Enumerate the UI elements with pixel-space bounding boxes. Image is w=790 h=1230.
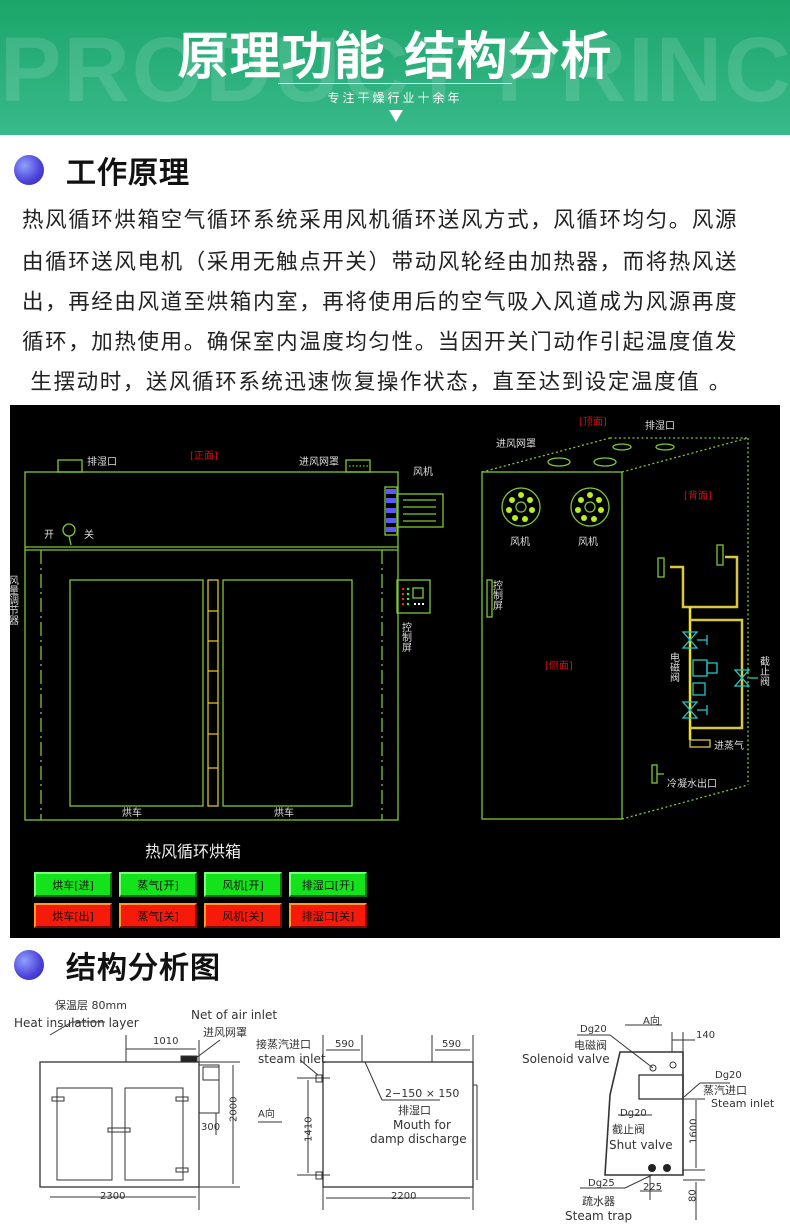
cart-in-button[interactable]: 烘车[进] bbox=[34, 872, 112, 897]
dimension: 1600 bbox=[689, 1119, 700, 1144]
label: Heat insulation layer bbox=[14, 1016, 139, 1030]
fan-motor bbox=[396, 493, 444, 528]
fan-icon bbox=[570, 487, 610, 527]
label-inlet-net: 进风网罩 bbox=[496, 438, 536, 450]
exhaust-close-button[interactable]: 排湿口[关] bbox=[289, 903, 367, 928]
paragraph-line: 生摆动时，送风循环系统迅速恢复操作状态，直至达到设定温度值 。 bbox=[22, 370, 732, 395]
label: 保温层 80mm bbox=[55, 998, 127, 1012]
fan-on-button[interactable]: 风机[开] bbox=[204, 872, 282, 897]
label-exhaust: 排湿口 bbox=[87, 455, 117, 468]
label: Dg20 bbox=[620, 1108, 647, 1119]
cart-out-button[interactable]: 烘车[出] bbox=[34, 903, 112, 928]
label-steam-in: 进蒸气 bbox=[714, 739, 744, 752]
bullet-icon bbox=[14, 950, 44, 980]
dimension: 300 bbox=[201, 1122, 220, 1133]
valves bbox=[681, 631, 758, 719]
label: Solenoid valve bbox=[522, 1052, 610, 1066]
label-on: 开 bbox=[44, 530, 54, 541]
structure-drawing: 保温层 80mm Heat insulation layer Net of ai… bbox=[14, 998, 775, 1223]
label-solenoid: 电磁阀 bbox=[668, 651, 680, 683]
hero-watermark: PRODUCT PRINCIPLE bbox=[0, 19, 790, 121]
side-view bbox=[481, 437, 749, 820]
key-switch-icon bbox=[62, 523, 76, 537]
label: Dg25 bbox=[588, 1178, 615, 1189]
label-damper: 风量调节器 bbox=[10, 575, 19, 626]
bullet-icon bbox=[14, 155, 44, 185]
hero-subtitle: 专注干燥行业十余年 bbox=[327, 91, 463, 105]
paragraph-line: 由循环送风电机（采用无触点开关）带动风轮经由加热器，而将热风送 bbox=[22, 250, 739, 275]
label-fan: 风机 bbox=[510, 535, 530, 548]
paragraph-line: 热风循环烘箱空气循环系统采用风机循环送风方式，风循环均匀。风源 bbox=[22, 208, 739, 233]
dimension: 2300 bbox=[100, 1191, 125, 1202]
label-control: 控制屏 bbox=[491, 579, 503, 611]
label: 接蒸汽进口 bbox=[256, 1037, 311, 1051]
cart-right bbox=[222, 579, 353, 807]
down-triangle-icon bbox=[389, 110, 403, 122]
dimension: 590 bbox=[335, 1039, 354, 1050]
hero-banner: PRODUCT PRINCIPLE 原理功能 结构分析 专注干燥行业十余年 bbox=[0, 0, 790, 135]
fan-off-button[interactable]: 风机[关] bbox=[204, 903, 282, 928]
label-side-view: [侧面] bbox=[545, 659, 573, 672]
hero-divider bbox=[278, 83, 512, 84]
label-fan: 风机 bbox=[413, 465, 433, 478]
label-exhaust: 排湿口 bbox=[645, 419, 675, 432]
label: A向 bbox=[258, 1107, 275, 1120]
label-off: 关 bbox=[84, 528, 94, 541]
label-inlet-net: 进风网罩 bbox=[299, 456, 339, 468]
dimension: 1410 bbox=[304, 1117, 315, 1142]
label: Net of air inlet bbox=[191, 1008, 277, 1022]
label: 2−150 × 150 bbox=[385, 1087, 459, 1100]
steam-off-button[interactable]: 蒸气[关] bbox=[119, 903, 197, 928]
dimension: 80 bbox=[688, 1189, 699, 1202]
steam-on-button[interactable]: 蒸气[开] bbox=[119, 872, 197, 897]
label: Mouth for bbox=[393, 1118, 451, 1132]
label: 进风网罩 bbox=[203, 1026, 247, 1039]
label: 疏水器 bbox=[582, 1194, 615, 1208]
section-title: 结构分析图 bbox=[66, 951, 221, 986]
oven-diagram: 排湿口 [正面] 进风网罩 风机 开 关 风量调节器 控制屏 烘车 烘车 [顶面… bbox=[10, 405, 780, 938]
control-box bbox=[396, 579, 431, 614]
label-top-view: [顶面] bbox=[579, 416, 607, 428]
label-shut-valve: 截止阀 bbox=[758, 655, 770, 687]
door-hinge-strip bbox=[207, 579, 219, 807]
cart-left bbox=[69, 579, 204, 807]
label: 截止阀 bbox=[612, 1122, 645, 1136]
section-heading-principle: 工作原理 bbox=[14, 150, 190, 191]
label: Dg20 bbox=[715, 1070, 742, 1081]
fan-icon bbox=[501, 487, 541, 527]
section-title: 工作原理 bbox=[66, 156, 190, 191]
label: Dg20 bbox=[580, 1024, 607, 1035]
panel-title: 热风循环烘箱 bbox=[145, 842, 241, 861]
dimension: 590 bbox=[442, 1039, 461, 1050]
label: damp discharge bbox=[370, 1132, 467, 1146]
label: 蒸汽进口 bbox=[703, 1083, 747, 1097]
paragraph-line: 出，再经由风道至烘箱内室，再将使用后的空气吸入风道成为风源再度 bbox=[22, 290, 739, 315]
label-back-view: [背面] bbox=[684, 489, 712, 502]
label: 电磁阀 bbox=[574, 1038, 607, 1052]
exhaust-open-button[interactable]: 排湿口[开] bbox=[289, 872, 367, 897]
front-view bbox=[24, 459, 444, 821]
section-heading-structure: 结构分析图 bbox=[14, 945, 221, 986]
label-front-view: [正面] bbox=[190, 451, 218, 462]
label: 排湿口 bbox=[398, 1103, 431, 1117]
dimension: 140 bbox=[696, 1030, 715, 1041]
hero-title: 原理功能 结构分析 bbox=[177, 28, 613, 87]
label: steam inlet bbox=[258, 1052, 326, 1066]
dimension: 1010 bbox=[153, 1036, 178, 1047]
steam-piping bbox=[657, 544, 744, 748]
label: A向 bbox=[643, 1014, 660, 1027]
label-fan: 风机 bbox=[578, 535, 598, 548]
label-cart: 烘车 bbox=[274, 806, 294, 819]
paragraph-line: 循环，加热使用。确保室内温度均匀性。当因开关门动作引起温度值发 bbox=[22, 330, 739, 355]
label-condensate: 冷凝水出口 bbox=[667, 777, 717, 790]
label-control: 控制屏 bbox=[400, 621, 412, 653]
dimension: 225 bbox=[643, 1182, 662, 1193]
label: Shut valve bbox=[609, 1138, 673, 1152]
dimension: 2200 bbox=[391, 1191, 416, 1202]
label-cart: 烘车 bbox=[122, 806, 142, 819]
label: Steam trap bbox=[565, 1209, 632, 1223]
label: Steam inlet bbox=[711, 1097, 775, 1110]
dimension: 2000 bbox=[229, 1097, 240, 1122]
